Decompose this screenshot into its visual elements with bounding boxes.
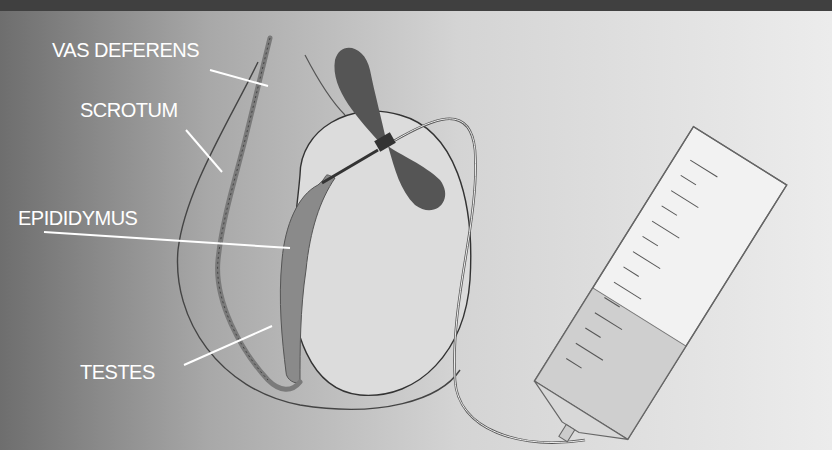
- syringe: [516, 127, 786, 450]
- butterfly-wing: [388, 146, 445, 210]
- leader-line: [186, 130, 222, 172]
- leader-line: [44, 232, 290, 248]
- leader-line: [184, 326, 272, 365]
- vas-deferens-tube: [218, 38, 300, 389]
- part-label: SCROTUM: [80, 100, 178, 120]
- butterfly-hub: [374, 132, 396, 151]
- needle: [322, 150, 378, 183]
- top-bar: [0, 0, 832, 11]
- butterfly-wing: [334, 48, 386, 145]
- part-label: TESTES: [80, 362, 155, 382]
- testis-outline: [292, 111, 471, 395]
- part-label: EPIDIDYMUS: [18, 208, 137, 228]
- epididymis-shape: [280, 175, 335, 383]
- vas-deferens-texture: [218, 38, 270, 380]
- leader-line: [210, 70, 268, 86]
- part-label: VAS DEFERENS: [52, 40, 199, 60]
